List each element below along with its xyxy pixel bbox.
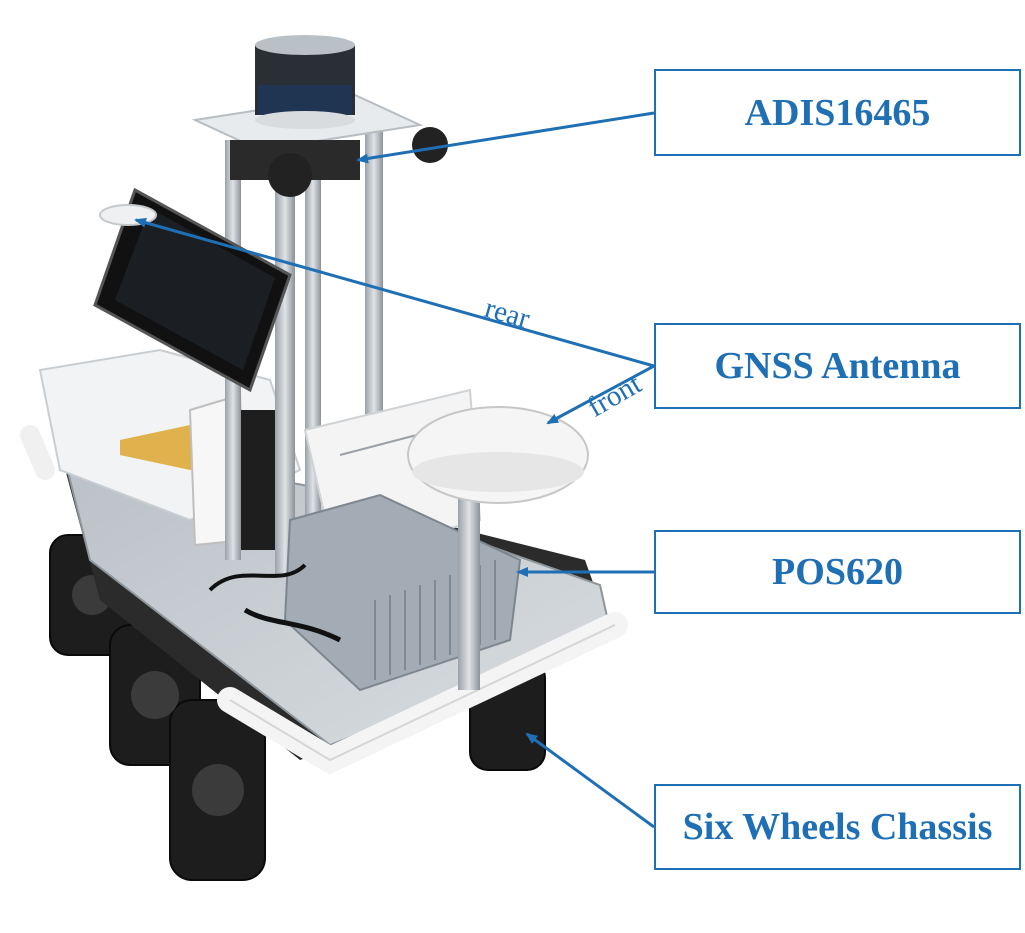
six-wheels-chassis-label: Six Wheels Chassis <box>654 784 1021 870</box>
gnss-antenna-label: GNSS Antenna <box>654 323 1021 409</box>
pos620-label: POS620 <box>654 530 1021 614</box>
adis16465-label: ADIS16465 <box>654 69 1021 156</box>
arrow-gnss-front <box>546 364 655 425</box>
annotation-arrows <box>134 111 655 829</box>
arrow-gnss-rear <box>134 217 655 368</box>
arrow-chassis <box>525 732 655 829</box>
arrow-adis16465 <box>356 111 655 164</box>
